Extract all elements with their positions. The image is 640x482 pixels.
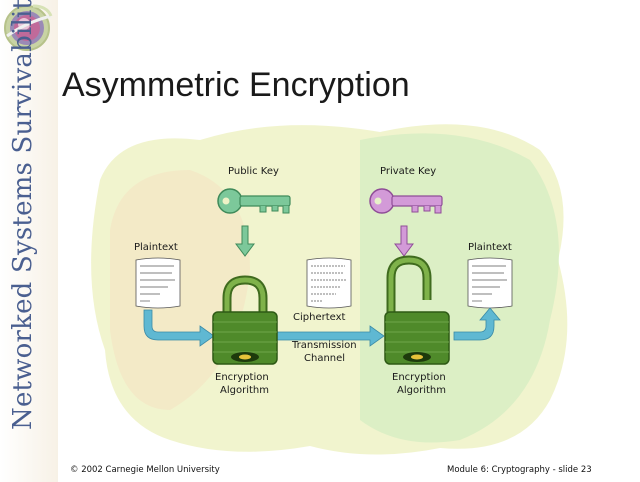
- public-key-label: Public Key: [228, 166, 279, 177]
- ciphertext-document-icon: [306, 257, 352, 309]
- slide-title: Asymmetric Encryption: [62, 66, 410, 104]
- encryption-algorithm-right-line2: Algorithm: [397, 385, 446, 396]
- transmission-channel-line1: Transmission: [291, 340, 357, 351]
- transmission-arrow-icon: [275, 325, 385, 347]
- plaintext-to-lock-arrow-icon: [143, 309, 215, 347]
- plaintext-right-document-icon: [467, 257, 513, 309]
- vertical-title: Networked Systems Survivability: [8, 0, 38, 430]
- background-splash-right: [360, 133, 559, 443]
- plaintext-right-label: Plaintext: [468, 242, 512, 253]
- down-arrow-private-icon: [394, 225, 414, 257]
- encryption-algorithm-right-line1: Encryption: [392, 372, 446, 383]
- ciphertext-label: Ciphertext: [293, 312, 346, 323]
- lock-to-plaintext-arrow-icon: [453, 307, 501, 341]
- transmission-channel-line2: Channel: [304, 353, 345, 364]
- sidebar: Networked Systems Survivability: [0, 0, 58, 482]
- public-key-icon: [217, 188, 291, 214]
- plaintext-left-label: Plaintext: [134, 242, 178, 253]
- asymmetric-encryption-diagram: Public Key Private Key Plaintext Plainte…: [91, 124, 568, 455]
- footer-module: Module 6: Cryptography - slide 23: [447, 465, 592, 475]
- encryption-lock-right-icon: [384, 255, 450, 365]
- encryption-lock-left-icon: [212, 275, 278, 365]
- logo-icon: [4, 4, 53, 51]
- plaintext-left-document-icon: [135, 257, 181, 309]
- private-key-label: Private Key: [380, 166, 436, 177]
- down-arrow-public-icon: [235, 225, 255, 257]
- private-key-icon: [369, 188, 443, 214]
- encryption-algorithm-left-line1: Encryption: [215, 372, 269, 383]
- footer-copyright: © 2002 Carnegie Mellon University: [70, 465, 220, 475]
- encryption-algorithm-left-line2: Algorithm: [220, 385, 269, 396]
